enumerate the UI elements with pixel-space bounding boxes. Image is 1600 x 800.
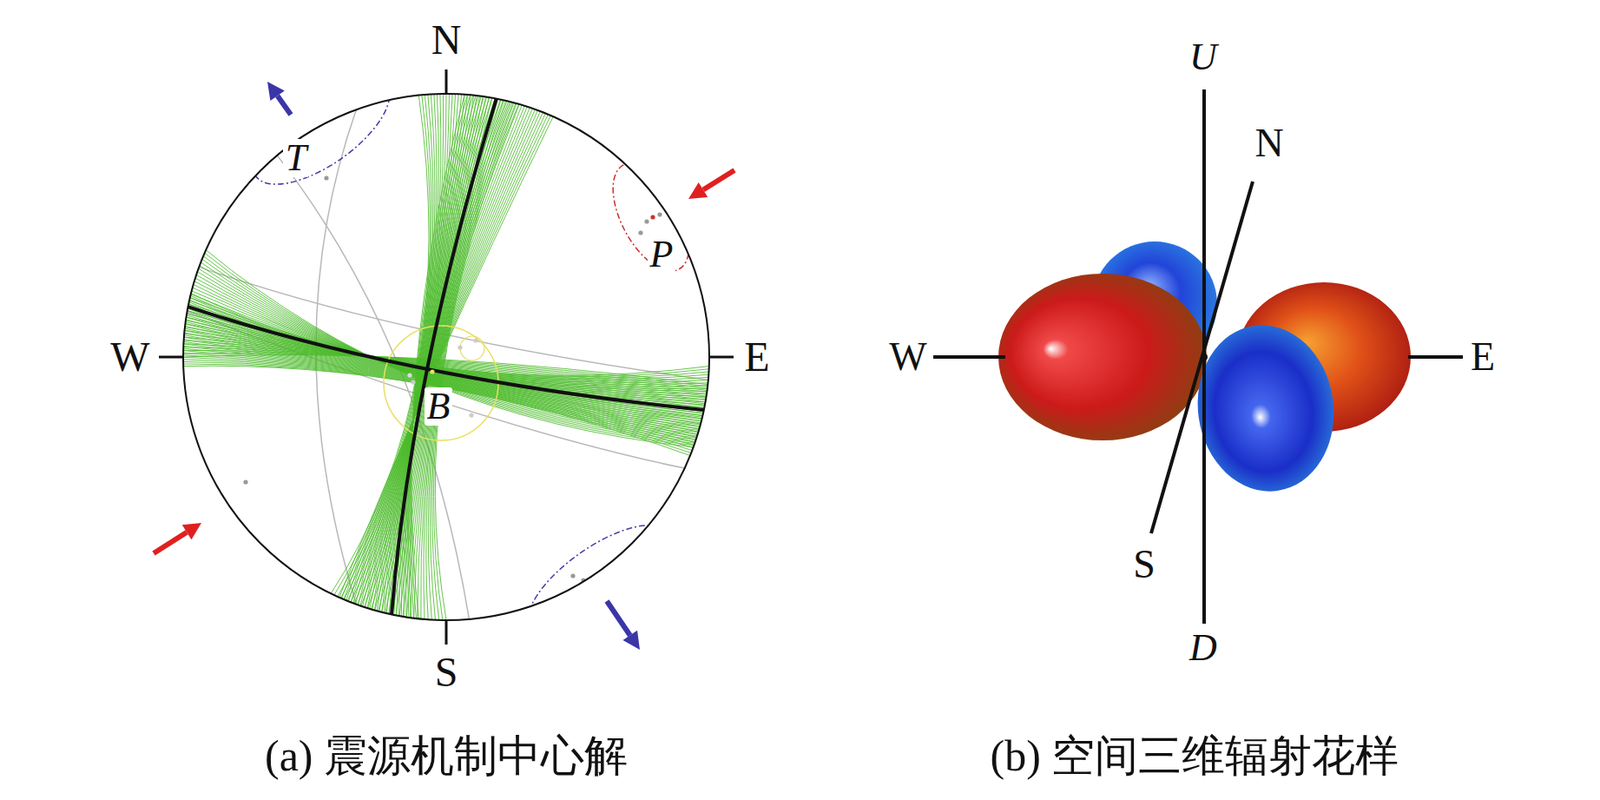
b-confidence — [383, 325, 499, 441]
data-point — [407, 372, 412, 377]
arrow-head — [688, 182, 708, 199]
data-point — [323, 175, 329, 180]
solution-plane — [414, 98, 493, 619]
pressure-arrow — [153, 522, 202, 554]
solution-plane — [199, 265, 697, 438]
origin — [1200, 353, 1208, 361]
solution-plane — [197, 271, 698, 435]
data-point — [570, 572, 575, 578]
data-point — [638, 230, 643, 235]
data-point — [644, 218, 649, 224]
solution-plane — [430, 101, 511, 620]
axis-line — [933, 355, 1006, 359]
pressure-arrow — [688, 170, 735, 199]
t-region — [512, 505, 687, 655]
nodal-plane — [391, 98, 497, 615]
compass-label: N — [431, 19, 462, 61]
compass-tick — [445, 69, 448, 94]
solution-plane — [202, 258, 696, 442]
solution-plane — [200, 262, 696, 440]
ball-outline — [183, 93, 710, 620]
arrow-shaft — [277, 95, 291, 115]
compass-tick — [709, 355, 734, 359]
axis-symbol: B — [424, 387, 454, 426]
solution-plane — [196, 274, 698, 432]
data-point — [468, 412, 474, 417]
solution-plane — [203, 256, 695, 444]
solution-plane — [341, 94, 435, 599]
tension-arrow — [606, 600, 640, 650]
solution-plane — [198, 268, 698, 436]
arrow-head — [622, 630, 640, 650]
tension-arrow — [267, 81, 291, 115]
solution-fan — [183, 93, 710, 620]
arrow-shaft — [703, 170, 735, 190]
axis-line — [1408, 355, 1463, 359]
data-point — [429, 368, 435, 374]
solution-plane — [183, 365, 691, 455]
b-confidence — [460, 335, 485, 361]
t-region — [236, 55, 408, 205]
ball-inner — [159, 55, 709, 655]
subfigure-caption: (a) 震源机制中心解 — [264, 733, 628, 777]
solution-plane — [433, 103, 516, 620]
solution-plane — [204, 252, 695, 445]
axis-label: S — [1132, 544, 1156, 585]
arrow-head — [267, 81, 285, 101]
axis-symbol: T — [283, 138, 310, 178]
beachball — [158, 55, 734, 655]
axis-label: U — [1189, 38, 1218, 77]
arrow-head — [182, 522, 202, 540]
data-point — [410, 379, 415, 384]
subfigure-caption: (b) 空间三维辐射花样 — [990, 733, 1400, 777]
solution-plane — [427, 100, 507, 619]
axis-label: N — [1254, 123, 1284, 164]
blue-lobe — [1186, 316, 1344, 501]
red-lobe — [998, 273, 1207, 441]
solution-plane — [381, 94, 465, 613]
arrow-shaft — [606, 600, 631, 635]
data-point — [243, 479, 248, 484]
data-point — [650, 214, 655, 219]
radiation-pattern — [933, 89, 1463, 624]
data-point — [657, 211, 662, 217]
axis-symbol: P — [647, 235, 677, 274]
compass-label: E — [744, 335, 770, 378]
compass-tick — [445, 619, 448, 645]
solution-plane — [205, 250, 694, 448]
axis-label: E — [1470, 336, 1495, 377]
data-point — [457, 344, 462, 349]
solution-plane — [183, 361, 692, 450]
axis-label: D — [1189, 628, 1218, 667]
data-point — [473, 337, 478, 343]
solution-plane — [337, 94, 433, 597]
p-region — [597, 151, 705, 284]
compass-tick — [158, 355, 184, 359]
compass-label: W — [110, 335, 150, 378]
arrow-shaft — [153, 532, 187, 554]
axis-line — [1151, 181, 1253, 534]
compass-label: S — [434, 651, 459, 693]
solution-plane — [434, 104, 519, 620]
ball-rim — [183, 93, 710, 620]
axis-label: W — [888, 336, 927, 377]
